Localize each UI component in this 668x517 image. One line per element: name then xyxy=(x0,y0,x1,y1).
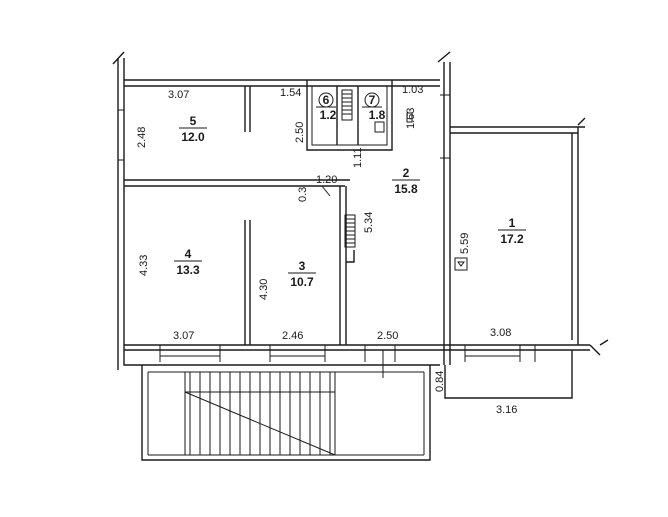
dim-hall-0-3: 0.3 xyxy=(297,187,309,202)
room-5-area: 12.0 xyxy=(181,130,205,144)
dim-bottom-room1: 3.08 xyxy=(490,327,511,339)
room-7-area: 1.8 xyxy=(369,108,386,122)
room-4-area: 13.3 xyxy=(176,263,200,277)
dim-hall-5-34: 5.34 xyxy=(363,212,375,233)
room-1-area: 17.2 xyxy=(500,232,524,246)
room-3-number: 3 xyxy=(299,259,306,273)
room-2-area: 15.8 xyxy=(394,182,418,196)
room-1-number: 1 xyxy=(509,216,516,230)
dim-room1-5-59: 5.59 xyxy=(459,233,471,254)
dim-balcony-depth: 0.84 xyxy=(434,371,446,392)
dim-bottom-hall: 2.50 xyxy=(377,330,398,342)
walls xyxy=(112,51,609,461)
dim-hall-1-63: 1.63 xyxy=(405,108,417,129)
dim-hall-1-11: 1.11 xyxy=(352,147,364,168)
room-6-area: 1.2 xyxy=(320,108,337,122)
dim-hall-1-20: 1.20 xyxy=(316,174,337,186)
room-6-number: 6 xyxy=(323,93,330,107)
room-3-area: 10.7 xyxy=(290,275,314,289)
dim-top-left: 3.07 xyxy=(168,89,189,101)
dim-bath-height: 2.50 xyxy=(294,122,306,143)
dim-room5-height: 2.48 xyxy=(136,127,148,148)
dim-bottom-room4: 3.07 xyxy=(173,330,194,342)
dim-room3-height: 4.30 xyxy=(258,279,270,300)
room-7-number: 7 xyxy=(369,93,376,107)
dim-room4-height: 4.33 xyxy=(138,255,150,276)
dim-top-mid: 1.54 xyxy=(280,87,301,99)
room-2-number: 2 xyxy=(403,166,410,180)
room-4-number: 4 xyxy=(185,247,192,261)
dim-top-right: 1.03 xyxy=(402,84,423,96)
room-labels: 1 17.2 2 15.8 3 10.7 4 13.3 5 12.0 6 1.2… xyxy=(174,92,526,289)
dim-bottom-room3: 2.46 xyxy=(282,330,303,342)
dimension-labels: 3.07 1.54 1.03 2.48 2.50 1.63 1.11 1.20 … xyxy=(136,84,517,416)
room-5-number: 5 xyxy=(190,114,197,128)
dim-balcony-width: 3.16 xyxy=(496,404,517,416)
